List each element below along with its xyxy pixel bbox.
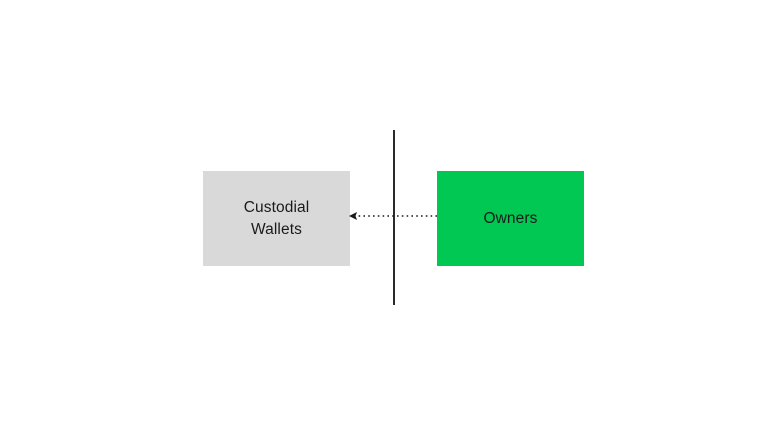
trust-boundary-line [393,130,395,305]
node-custodial-wallets-label: Custodial Wallets [243,198,310,238]
node-custodial-wallets[interactable]: Custodial Wallets [203,171,350,266]
arrowhead-left-icon [349,212,357,220]
edge-owners-to-custodial-wallets[interactable] [340,200,450,232]
node-owners-label: Owners [483,209,538,227]
node-owners[interactable]: Owners [437,171,584,266]
